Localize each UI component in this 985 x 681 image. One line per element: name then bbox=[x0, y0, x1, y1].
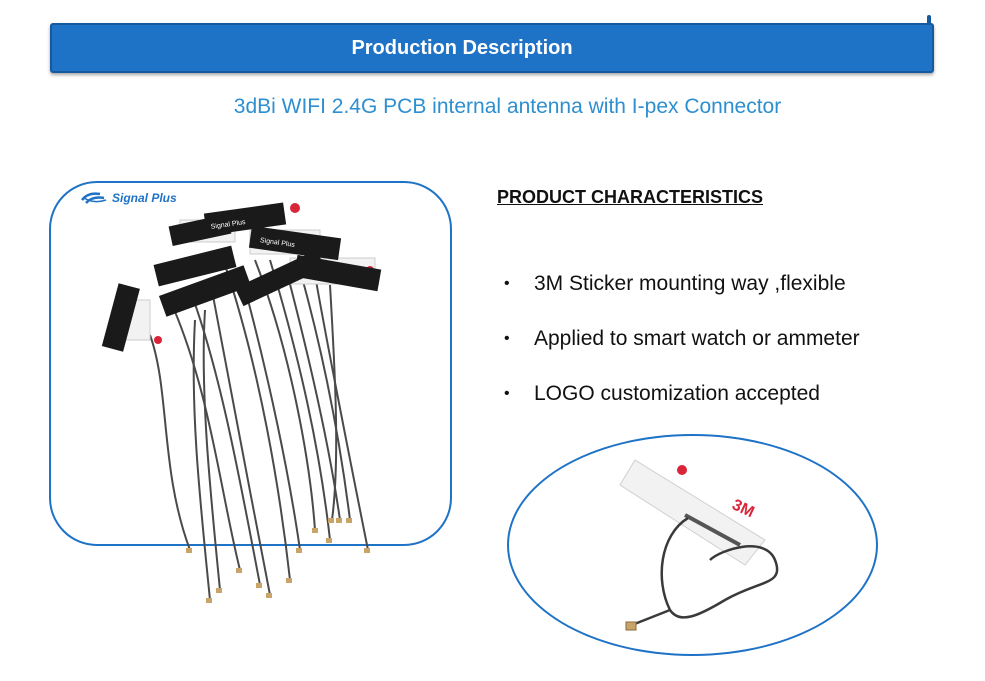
brand-logo: Signal Plus bbox=[80, 190, 177, 206]
header-banner: Production Description bbox=[50, 15, 934, 73]
characteristics-title: PRODUCT CHARACTERISTICS bbox=[497, 187, 764, 207]
logo-text: Signal Plus bbox=[112, 191, 177, 205]
banner-corner-mark bbox=[927, 15, 931, 25]
product-subtitle: 3dBi WIFI 2.4G PCB internal antenna with… bbox=[233, 95, 782, 118]
list-item-text: Applied to smart watch or ammeter bbox=[534, 326, 860, 350]
single-antenna-frame bbox=[507, 434, 878, 656]
bullet-icon: • bbox=[504, 384, 510, 402]
signal-plus-logo-icon bbox=[81, 192, 107, 204]
bullet-icon: • bbox=[504, 329, 510, 347]
characteristics-list: • 3M Sticker mounting way ,flexible • Ap… bbox=[504, 256, 860, 421]
list-item: • Applied to smart watch or ammeter bbox=[504, 311, 860, 366]
list-item: • LOGO customization accepted bbox=[504, 366, 860, 421]
single-antenna-photo: 3M bbox=[619, 459, 779, 631]
antenna-label: Signal Plus bbox=[260, 237, 296, 249]
bullet-icon: • bbox=[504, 274, 510, 292]
list-item: • 3M Sticker mounting way ,flexible bbox=[504, 256, 860, 311]
page-title: Production Description bbox=[351, 36, 573, 59]
antenna-label: Signal Plus bbox=[210, 219, 246, 231]
antenna-bundle-photo: Signal Plus Signal Plus bbox=[101, 202, 382, 603]
list-item-text: 3M Sticker mounting way ,flexible bbox=[534, 271, 846, 295]
list-item-text: LOGO customization accepted bbox=[534, 381, 820, 405]
product-photo-frame bbox=[49, 181, 452, 546]
svg-text:3M: 3M bbox=[729, 496, 756, 521]
